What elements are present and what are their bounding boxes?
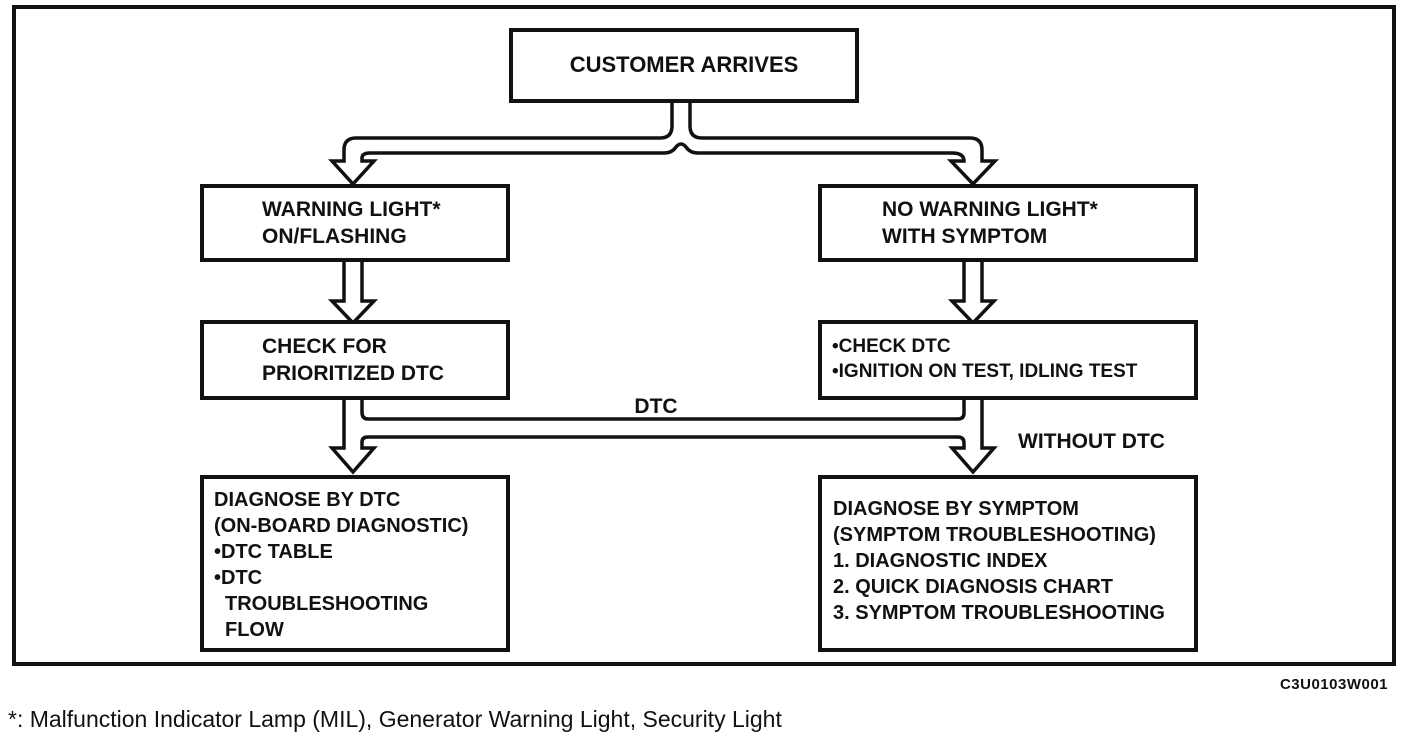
edge-label-dtc: DTC — [634, 395, 678, 418]
box-line: 2. QUICK DIAGNOSIS CHART — [833, 576, 1114, 598]
flow-box-diagnose-by-symptom: DIAGNOSE BY SYMPTOM (SYMPTOM TROUBLESHOO… — [818, 475, 1198, 652]
box-line: WARNING LIGHT* — [262, 197, 441, 221]
flow-box-warning-light: WARNING LIGHT* ON/FLASHING — [200, 184, 510, 262]
box-label: CUSTOMER ARRIVES — [569, 52, 799, 78]
diagram-border — [12, 5, 1396, 666]
box-line: ON/FLASHING — [262, 225, 407, 248]
box-line: 3. SYMPTOM TROUBLESHOOTING — [833, 602, 1165, 624]
flow-box-customer-arrives: CUSTOMER ARRIVES — [509, 28, 859, 103]
box-line: WITH SYMPTOM — [882, 225, 1048, 248]
flow-box-check-prioritized-dtc: CHECK FOR PRIORITIZED DTC — [200, 320, 510, 400]
box-line: PRIORITIZED DTC — [262, 362, 444, 385]
box-line: NO WARNING LIGHT* — [882, 197, 1098, 221]
edge-label-without-dtc: WITHOUT DTC — [1018, 430, 1165, 453]
box-line: (SYMPTOM TROUBLESHOOTING) — [833, 524, 1156, 546]
branch-split-connector — [328, 99, 1000, 187]
left-down-arrow — [327, 256, 379, 326]
dtc-merge-connector — [328, 395, 998, 475]
box-line: •CHECK DTC — [832, 336, 951, 358]
box-line: CHECK FOR — [262, 334, 387, 358]
flow-box-no-warning-light: NO WARNING LIGHT* WITH SYMPTOM — [818, 184, 1198, 262]
box-line: FLOW — [225, 619, 284, 641]
right-down-arrow — [947, 256, 999, 326]
box-line: 1. DIAGNOSTIC INDEX — [833, 550, 1048, 572]
box-line: (ON-BOARD DIAGNOSTIC) — [214, 515, 469, 537]
box-line: DIAGNOSE BY DTC — [214, 489, 401, 511]
flow-box-check-dtc-tests: •CHECK DTC •IGNITION ON TEST, IDLING TES… — [818, 320, 1198, 400]
box-line: •DTC — [214, 567, 263, 589]
box-line: •DTC TABLE — [214, 541, 333, 563]
figure-code: C3U0103W001 — [1279, 676, 1388, 693]
box-line: DIAGNOSE BY SYMPTOM — [833, 498, 1079, 520]
footnote-asterisk: *: Malfunction Indicator Lamp (MIL), Gen… — [8, 706, 782, 732]
box-line: TROUBLESHOOTING — [225, 593, 429, 615]
box-line: •IGNITION ON TEST, IDLING TEST — [832, 361, 1138, 382]
flow-box-diagnose-by-dtc: DIAGNOSE BY DTC (ON-BOARD DIAGNOSTIC) •D… — [200, 475, 510, 652]
